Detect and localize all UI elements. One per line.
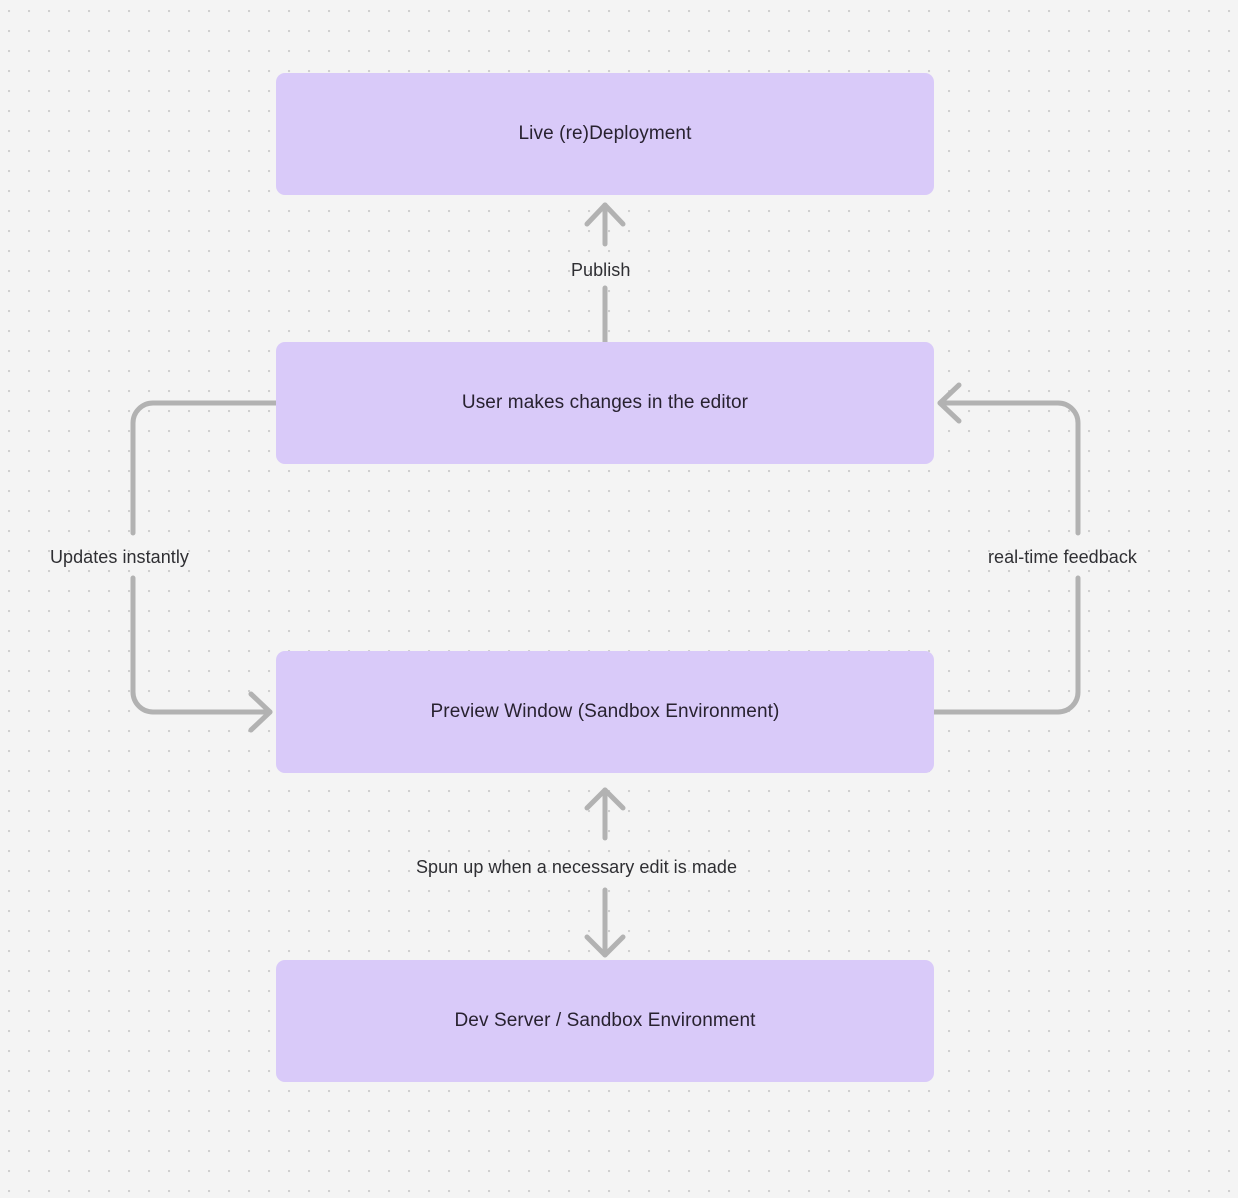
node-label: Dev Server / Sandbox Environment [454, 1010, 756, 1032]
edge-updates-arrowhead [248, 691, 273, 733]
edge-label-updates-instantly: Updates instantly [50, 547, 189, 567]
edge-realtime-line-upper [937, 400, 1081, 536]
node-label: Preview Window (Sandbox Environment) [430, 701, 780, 723]
edge-label-publish: Publish [571, 260, 631, 280]
node-live-redeployment[interactable]: Live (re)Deployment [276, 73, 934, 195]
node-dev-server[interactable]: Dev Server / Sandbox Environment [276, 960, 934, 1082]
node-label: Live (re)Deployment [518, 123, 692, 145]
edge-spunup-arrowhead-up [584, 787, 626, 811]
edge-label-spun-up: Spun up when a necessary edit is made [416, 857, 738, 877]
node-user-makes-changes[interactable]: User makes changes in the editor [276, 342, 934, 464]
edge-realtime-arrowhead [937, 382, 962, 424]
edge-label-real-time-feedback: real-time feedback [988, 547, 1137, 567]
node-label: User makes changes in the editor [461, 392, 749, 414]
edge-updates-line-upper [130, 400, 279, 536]
edge-spunup-arrowhead-down [584, 934, 626, 958]
edge-realtime-line-lower [931, 575, 1081, 715]
edge-updates-line-lower [130, 575, 273, 715]
edge-publish-arrowhead [584, 202, 626, 227]
node-preview-window[interactable]: Preview Window (Sandbox Environment) [276, 651, 934, 773]
